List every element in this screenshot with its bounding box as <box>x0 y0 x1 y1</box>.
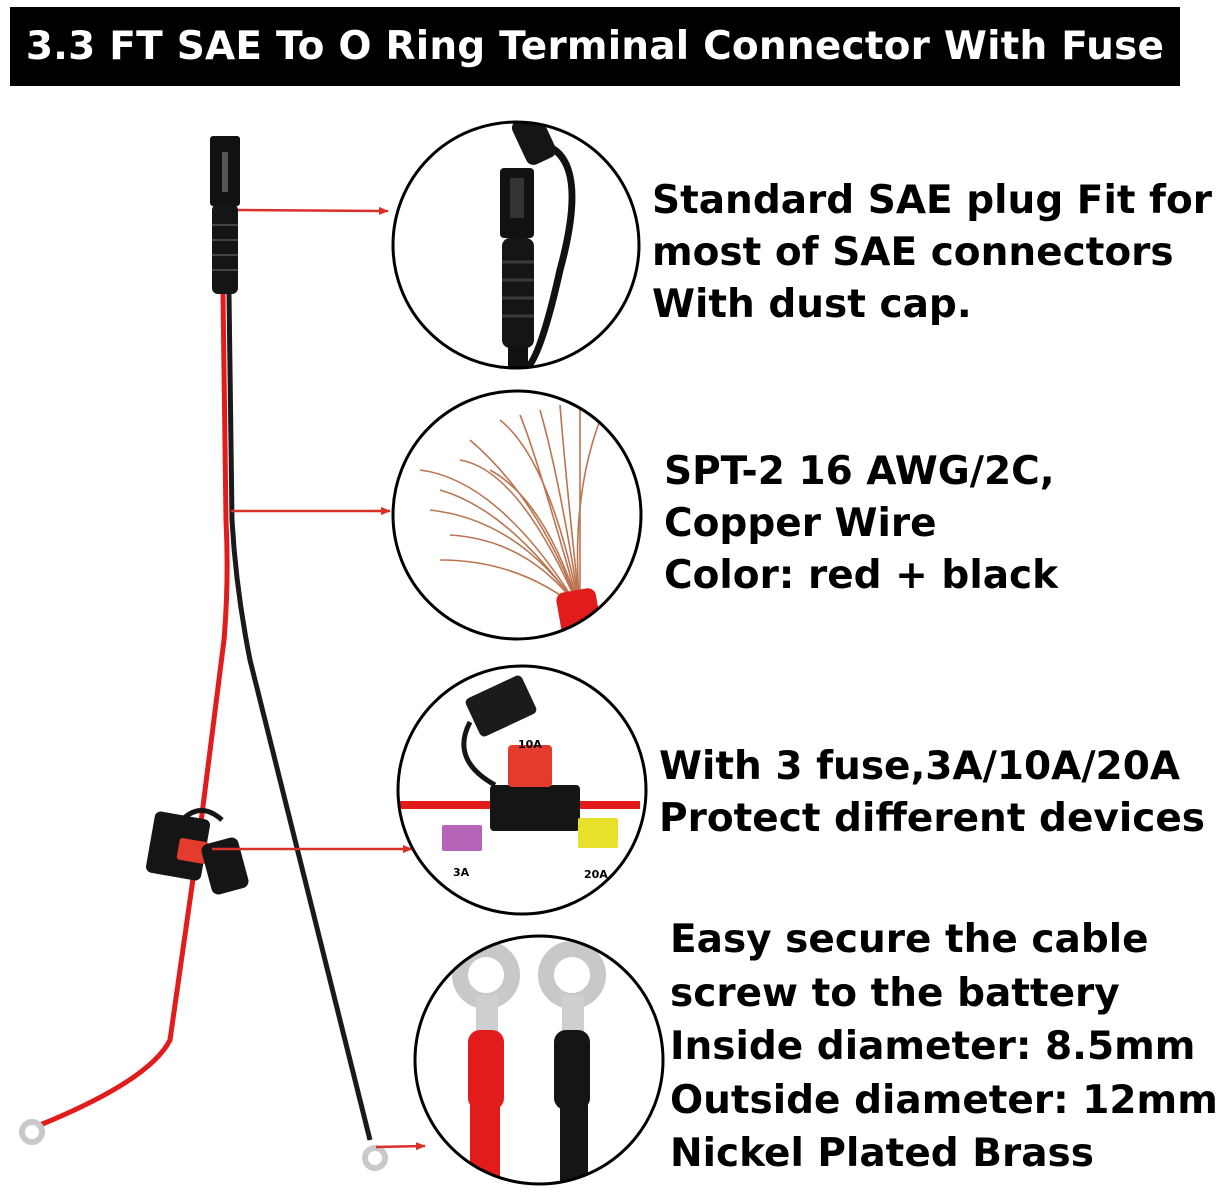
description-line: Color: red + black <box>664 553 1059 598</box>
description-line: screw to the battery <box>670 970 1120 1016</box>
fuse-label-3a: 3A <box>453 866 470 879</box>
sae-plug-image <box>210 136 240 294</box>
fuse-label-10a: 10A <box>518 738 542 751</box>
sae-plug-description: Standard SAE plug Fit for most of SAE co… <box>652 175 1212 331</box>
ring-terminal-closeup <box>413 934 665 1186</box>
copper-wire-closeup <box>391 389 643 641</box>
page-title: 3.3 FT SAE To O Ring Terminal Connector … <box>25 24 1165 69</box>
description-line: Protect different devices <box>659 796 1205 841</box>
cable-assembly <box>19 136 388 1171</box>
description-line: Nickel Plated Brass <box>670 1131 1094 1176</box>
fuse-description: With 3 fuse,3A/10A/20A Protect different… <box>659 741 1205 845</box>
fuse-label-20a: 20A <box>584 868 608 881</box>
description-line: most of SAE connectors <box>652 230 1174 275</box>
description-line: Standard SAE plug Fit for <box>652 178 1213 223</box>
title-banner: 3.3 FT SAE To O Ring Terminal Connector … <box>10 7 1180 86</box>
description-line: Easy secure the cable <box>670 917 1149 962</box>
sae-plug-closeup <box>391 120 641 370</box>
wire-description: SPT-2 16 AWG/2C, Copper Wire Color: red … <box>664 446 1058 602</box>
fuse-holder-image <box>145 808 249 895</box>
callout-arrows <box>212 206 426 1151</box>
description-line: Inside diameter: 8.5mm <box>670 1024 1196 1069</box>
fuse-closeup: 10A 3A 20A <box>396 664 648 916</box>
ring-terminal-description: Easy secure the cable screw to the batte… <box>670 913 1218 1181</box>
product-illustration: 10A 3A 20A <box>19 120 665 1186</box>
description-line: With dust cap. <box>652 282 972 327</box>
description-line: Copper Wire <box>664 501 937 546</box>
description-line: Outside diameter: 12mm <box>670 1077 1218 1123</box>
description-line: SPT-2 16 AWG/2C, <box>664 449 1055 494</box>
description-line: With 3 fuse,3A/10A/20A <box>659 744 1181 789</box>
